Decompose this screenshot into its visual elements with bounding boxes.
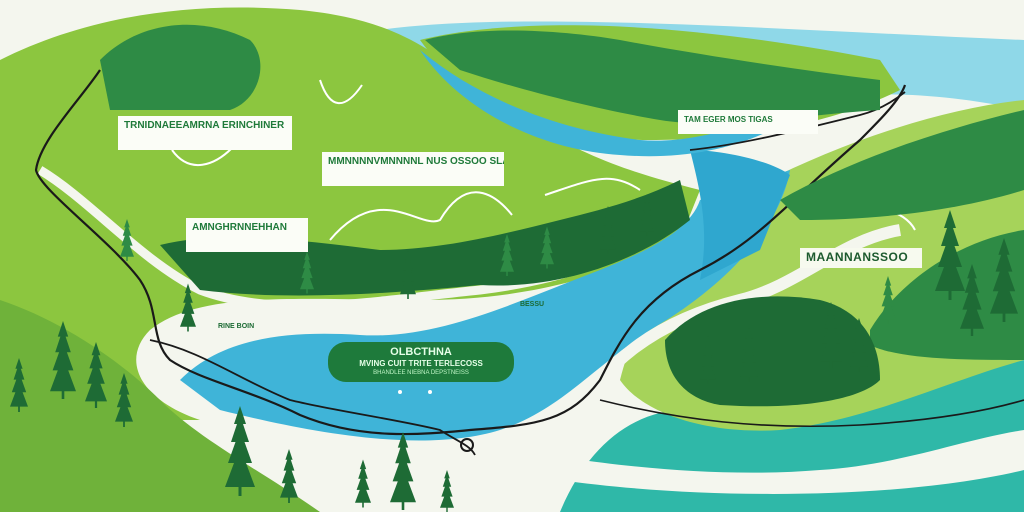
label-upper-left: TRNIDNAEEAMRNA ERINCHINER xyxy=(118,116,292,150)
label-shore-note: BESSU xyxy=(502,300,562,326)
lake-label-line2: MVING CUIT TRITE TERLECOSS xyxy=(359,359,483,368)
label-center-top: MMNNNNVMNNNNL NUS OSSOO SLASS xyxy=(322,152,504,186)
west-hillside xyxy=(0,7,700,420)
trail-squiggle-icon xyxy=(319,79,363,105)
label-lake-side-left-title: RINE BOIN xyxy=(218,323,255,330)
lake-label-title: OLBCTHNA xyxy=(390,346,452,358)
label-lake-side-left: RINE BOIN xyxy=(218,322,298,350)
label-top-right-title: TAM EGER MOS TIGAS xyxy=(684,115,773,124)
trail-squiggle-icon xyxy=(171,147,233,166)
north-forest xyxy=(100,24,880,124)
south-road xyxy=(599,399,1024,428)
label-upper-left-title: TRNIDNAEEAMRNA ERINCHINER xyxy=(124,120,285,131)
label-shore-note-title: BESSU xyxy=(519,301,545,308)
label-left-mid-title: AMNGHRNNEHHAN xyxy=(192,222,287,233)
southwest-forest-floor xyxy=(0,300,320,512)
trail-squiggle-icon xyxy=(329,191,513,241)
label-center-top-title: MMNNNNVMNNNNL NUS OSSOO SLASS xyxy=(328,156,504,167)
north-inlet xyxy=(420,50,800,157)
east-forest xyxy=(780,110,1024,360)
trail-squiggle-icon xyxy=(544,177,641,196)
main-road xyxy=(34,69,907,436)
east-road xyxy=(689,91,906,151)
label-left-mid: AMNGHRNNEHHAN xyxy=(186,218,308,252)
label-top-right: TAM EGER MOS TIGAS xyxy=(678,110,818,134)
river-channel xyxy=(690,150,790,280)
south-beach xyxy=(470,430,1024,494)
lake-label: OLBCTHNA MVING CUIT TRITE TERLECOSS BHAN… xyxy=(328,342,514,382)
loop-road xyxy=(149,339,476,456)
lake-label-line3: BHANDLEE NIEBNA DEPSTNEISS xyxy=(373,370,469,376)
label-right-big-title: MAANNANSSOO xyxy=(806,250,909,264)
trailhead-marker xyxy=(460,438,474,452)
waypoint-marker xyxy=(398,390,402,394)
center-forest-band xyxy=(160,180,690,296)
label-right-big: MAANNANSSOO xyxy=(800,248,922,268)
waypoint-marker xyxy=(428,390,432,394)
